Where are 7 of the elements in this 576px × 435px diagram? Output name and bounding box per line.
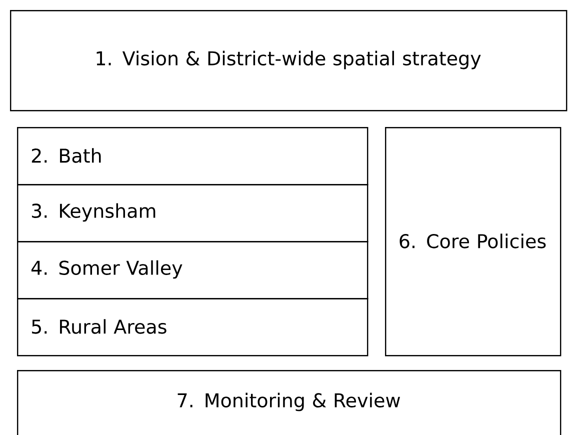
text-box: 5. Rural Areas: [17, 298, 368, 356]
text-box: 3. Keynsham: [17, 184, 368, 242]
text-box: 7. Monitoring & Review: [17, 370, 562, 435]
text-box: 6. Core Policies: [385, 127, 562, 356]
text-box: 2. Bath: [17, 127, 368, 186]
text-box: 1. Vision & District-wide spatial strategy: [10, 10, 568, 112]
text-box: 4. Somer Valley: [17, 241, 368, 300]
